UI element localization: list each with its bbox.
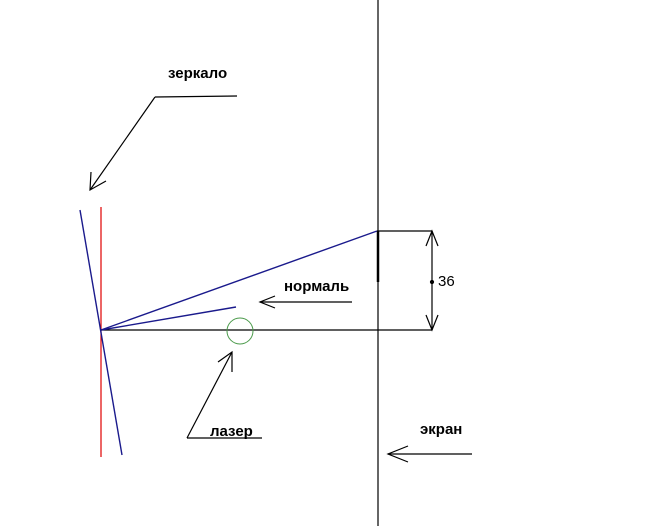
normal-line	[100, 306, 237, 331]
distance-arrow	[425, 229, 439, 332]
mirror-label: зеркало	[168, 65, 228, 82]
distance-label: 36	[438, 273, 455, 290]
mirror-pointer-arrow	[89, 95, 238, 192]
laser-pointer-arrow	[186, 350, 262, 439]
reflected-beam	[100, 230, 378, 331]
laser-marker	[226, 317, 254, 345]
normal-pointer-arrow	[258, 295, 352, 309]
screen-pointer-arrow	[386, 445, 472, 463]
mirror-line	[79, 209, 123, 456]
screen-label: экран	[420, 421, 463, 438]
laser-label: лазер	[210, 423, 253, 440]
normal-label: нормаль	[284, 278, 350, 295]
